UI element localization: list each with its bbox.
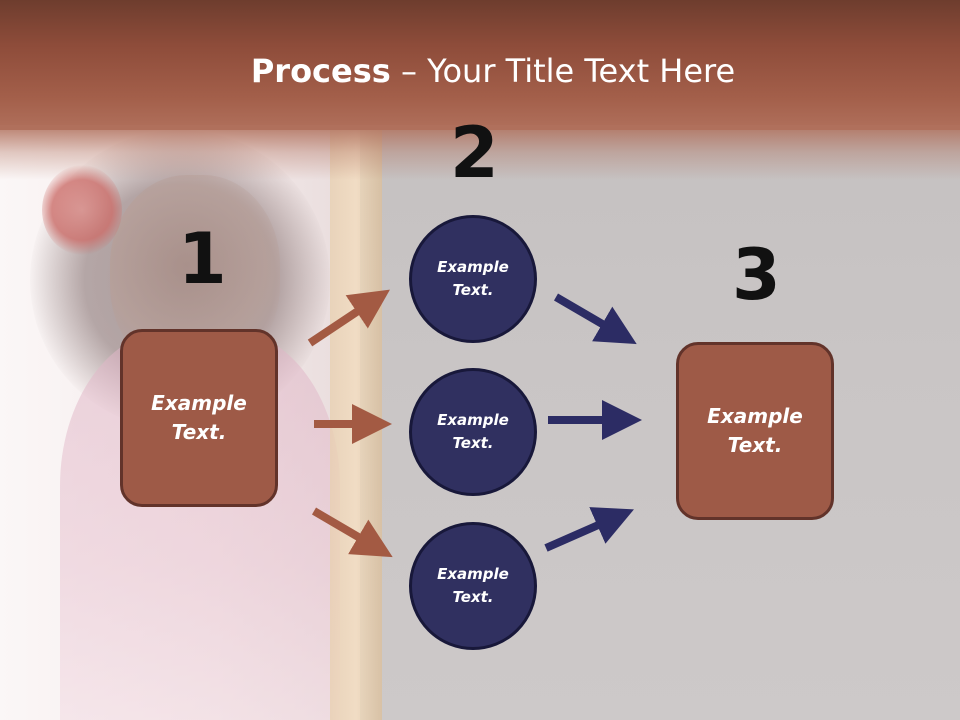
title-bold: Process: [250, 52, 391, 90]
step-number-2: 2: [450, 112, 499, 194]
step-circle-bottom-text: Example Text.: [437, 565, 509, 606]
step-circle-bottom[interactable]: Example Text.: [409, 522, 537, 650]
step-circle-top-text: Example Text.: [437, 258, 509, 299]
background-photo-flower: [42, 165, 122, 255]
title-rest: – Your Title Text Here: [390, 52, 736, 90]
step-box-3-text: Example Text.: [707, 404, 803, 457]
step-number-3: 3: [732, 234, 781, 316]
step-circle-middle-text: Example Text.: [437, 411, 509, 452]
step-box-1[interactable]: Example Text.: [120, 329, 278, 507]
title-bar: [0, 0, 960, 130]
step-box-1-text: Example Text.: [151, 391, 247, 444]
step-box-3[interactable]: Example Text.: [676, 342, 834, 520]
background-door-frame: [330, 120, 382, 720]
step-circle-middle[interactable]: Example Text.: [409, 368, 537, 496]
title-bar-fade: [0, 125, 960, 180]
slide-title: Process – Your Title Text Here: [0, 52, 960, 90]
step-number-1: 1: [178, 218, 227, 300]
step-circle-top[interactable]: Example Text.: [409, 215, 537, 343]
